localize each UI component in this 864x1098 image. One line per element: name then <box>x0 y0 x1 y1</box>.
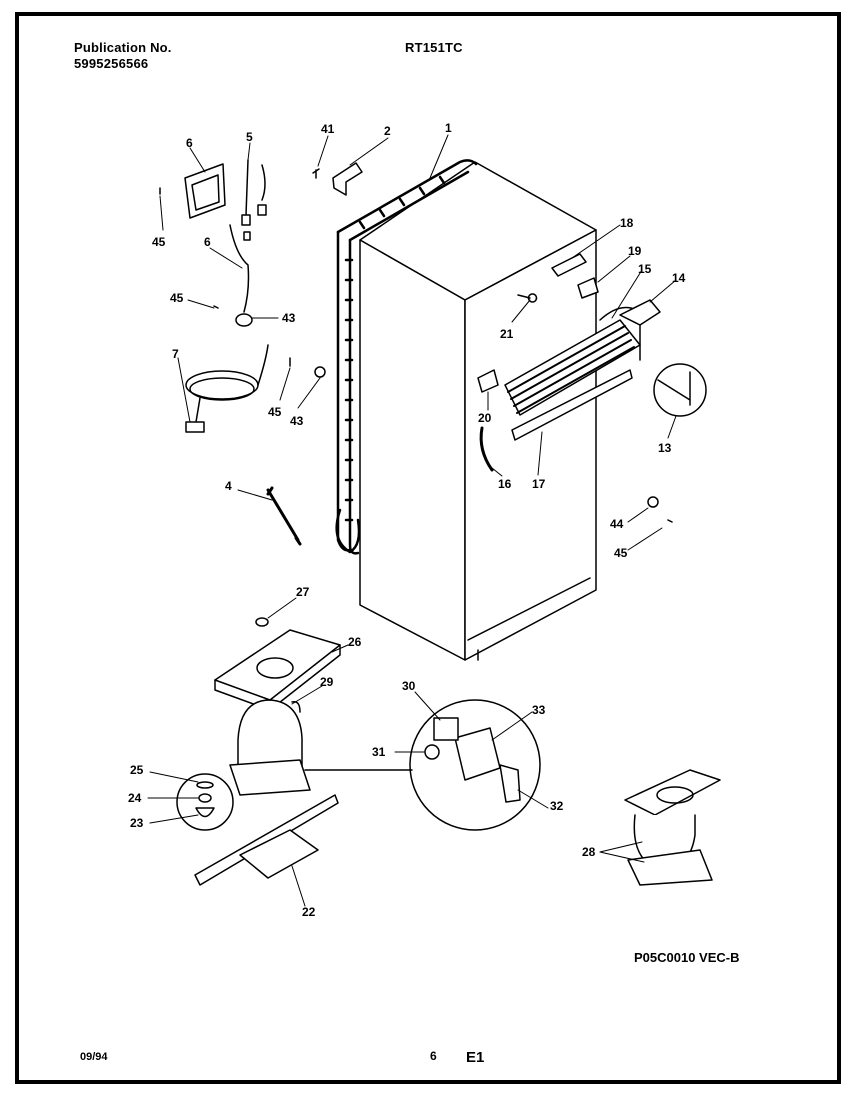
section-code: E1 <box>466 1049 484 1066</box>
part-2-bracket <box>332 162 363 196</box>
part-6-harness <box>229 224 251 313</box>
part-29-compressor <box>229 699 311 796</box>
callout-23: 23 <box>130 816 144 830</box>
diagram-code: P05C0010 VEC-B <box>634 950 740 965</box>
callout-45-c: 45 <box>268 405 282 419</box>
part-19-bracket <box>577 277 599 299</box>
part-22-base-rail <box>194 794 339 886</box>
part-44-clip <box>647 496 659 508</box>
publication-label: Publication No. <box>74 40 172 55</box>
electrical-detail-circle <box>409 699 541 831</box>
part-16-tube <box>479 426 494 472</box>
callout-22: 22 <box>302 905 316 919</box>
callout-25: 25 <box>130 763 144 777</box>
callout-17: 17 <box>532 477 546 491</box>
part-23-grommet <box>195 807 215 818</box>
part-13-heater <box>657 371 691 406</box>
part-24-washer <box>198 793 212 803</box>
part-28-compressor-assembly <box>624 769 721 886</box>
callout-19: 19 <box>628 244 642 258</box>
callout-31: 31 <box>372 745 386 759</box>
callout-15: 15 <box>638 262 652 276</box>
callout-32: 32 <box>550 799 564 813</box>
part-26-drain-pan <box>214 629 341 711</box>
callout-8: 6 <box>186 136 193 150</box>
page-number: 6 <box>430 1049 437 1063</box>
callout-1: 1 <box>445 121 452 135</box>
part-13-detail-circle <box>653 363 707 417</box>
callout-45-d: 45 <box>614 546 628 560</box>
model-number: RT151TC <box>405 40 463 55</box>
footer-date: 09/94 <box>80 1051 108 1063</box>
part-5-wiring <box>241 159 267 226</box>
part-45-screws <box>159 187 673 523</box>
part-4-tube <box>266 486 302 546</box>
part-20-clip <box>477 369 499 393</box>
callout-7: 7 <box>172 347 179 361</box>
callout-2: 2 <box>384 124 391 138</box>
callout-18: 18 <box>620 216 634 230</box>
part-41-screw <box>312 168 320 179</box>
part-27-nut <box>255 617 269 627</box>
callout-16: 16 <box>498 477 512 491</box>
part-25-sleeve <box>196 781 214 789</box>
part-18-bracket <box>551 253 587 277</box>
callout-20: 20 <box>478 411 492 425</box>
callout-6: 6 <box>204 235 211 249</box>
callout-28: 28 <box>582 845 596 859</box>
part-32-clip <box>499 764 521 803</box>
callout-44: 44 <box>610 517 624 531</box>
callout-45-b: 45 <box>170 291 184 305</box>
callout-45-a: 45 <box>152 235 166 249</box>
callout-13: 13 <box>658 441 672 455</box>
part-31-overload <box>424 744 440 760</box>
callout-41: 41 <box>321 122 335 136</box>
callout-33: 33 <box>532 703 546 717</box>
callout-27: 27 <box>296 585 310 599</box>
callout-43-b: 43 <box>290 414 304 428</box>
part-43-grommet <box>314 366 326 378</box>
callout-5: 5 <box>246 130 253 144</box>
part-33-cover <box>433 717 501 781</box>
grommet-detail-circle <box>176 773 234 831</box>
callout-4: 4 <box>225 479 232 493</box>
callout-labels: 1 2 41 5 6 6 45 45 43 7 45 43 18 19 15 1… <box>128 121 686 919</box>
callout-24: 24 <box>128 791 142 805</box>
part-7-power-cord <box>185 344 269 433</box>
callout-43-a: 43 <box>282 311 296 325</box>
part-21-screw <box>517 293 538 303</box>
evaporator-assembly <box>504 306 641 441</box>
condenser-coil <box>335 159 478 555</box>
callout-30: 30 <box>402 679 416 693</box>
callout-leaders <box>147 134 677 907</box>
part-43-relay <box>235 313 253 327</box>
part-14-baffle <box>619 299 661 326</box>
refrigerator-cabinet <box>359 161 597 661</box>
callout-14: 14 <box>672 271 686 285</box>
publication-number: 5995256566 <box>74 56 149 71</box>
callout-21: 21 <box>500 327 514 341</box>
part-8-inner <box>191 174 220 211</box>
callout-29: 29 <box>320 675 334 689</box>
callout-26: 26 <box>348 635 362 649</box>
